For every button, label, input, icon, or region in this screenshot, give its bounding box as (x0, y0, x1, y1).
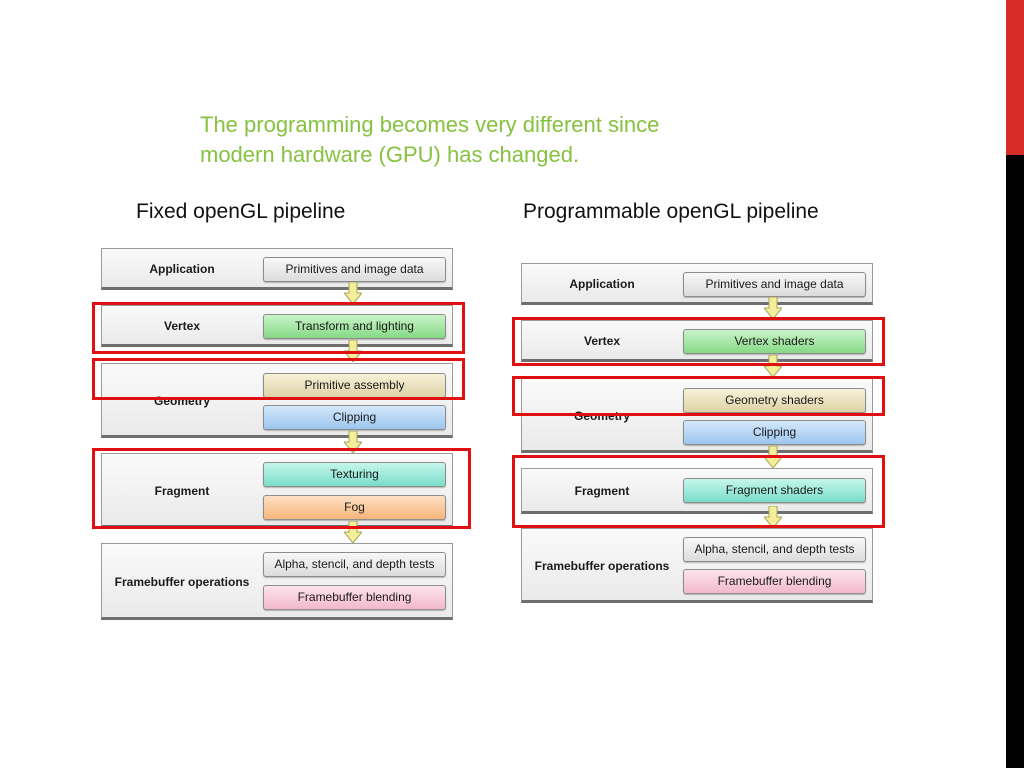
prog-stage-framebuffer: Framebuffer operations Alpha, stencil, a… (521, 528, 873, 603)
fixed-highlight-geometry (92, 358, 465, 400)
programmable-pipeline-title: Programmable openGL pipeline (523, 200, 819, 223)
prog-arrow-4-icon (764, 506, 782, 528)
prog-box-primitives-image-data: Primitives and image data (683, 272, 866, 297)
prog-highlight-vertex (512, 317, 885, 366)
fixed-stage-framebuffer-label: Framebuffer operations (114, 575, 250, 589)
fixed-stage-vertex-label: Vertex (163, 319, 201, 333)
fixed-pipeline-diagram: Application Primitives and image data Ve… (101, 248, 453, 620)
prog-stage-vertex-label: Vertex (583, 334, 621, 348)
side-accent-bar-red (1006, 0, 1024, 155)
fixed-box-transform-lighting: Transform and lighting (263, 314, 446, 339)
intro-line-1: The programming becomes very different s… (200, 112, 660, 137)
programmable-pipeline-diagram: Application Primitives and image data Ve… (521, 263, 873, 603)
fixed-box-clipping: Clipping (263, 405, 446, 430)
fixed-stage-fragment-label: Fragment (154, 484, 210, 498)
fixed-arrow-1-icon (344, 282, 362, 304)
fixed-arrow-4-icon (344, 521, 362, 543)
prog-stage-application-label: Application (569, 277, 635, 291)
prog-arrow-1-icon (764, 297, 782, 319)
prog-stage-geometry-label: Geometry (573, 409, 631, 423)
fixed-box-framebuffer-blending: Framebuffer blending (263, 585, 446, 610)
prog-stage-application: Application Primitives and image data (521, 263, 873, 305)
fixed-stage-application: Application Primitives and image data (101, 248, 453, 290)
fixed-highlight-fragment (92, 448, 471, 529)
prog-box-vertex-shaders: Vertex shaders (683, 329, 866, 354)
fixed-pipeline-title: Fixed openGL pipeline (136, 200, 346, 223)
fixed-box-fog: Fog (263, 495, 446, 520)
prog-stage-fragment-label: Fragment (574, 484, 630, 498)
fixed-stage-geometry: Geometry Primitive assembly Clipping (101, 363, 453, 438)
fixed-box-primitive-assembly: Primitive assembly (263, 373, 446, 398)
prog-arrow-2-icon (764, 355, 782, 377)
prog-highlight-fragment (512, 455, 885, 528)
prog-box-geometry-shaders: Geometry shaders (683, 388, 866, 413)
prog-box-fragment-shaders: Fragment shaders (683, 478, 866, 503)
fixed-box-texturing: Texturing (263, 462, 446, 487)
intro-line-2: modern hardware (GPU) has changed. (200, 142, 580, 167)
fixed-box-alpha-stencil-depth: Alpha, stencil, and depth tests (263, 552, 446, 577)
fixed-stage-vertex: Vertex Transform and lighting (101, 305, 453, 347)
fixed-stage-framebuffer: Framebuffer operations Alpha, stencil, a… (101, 543, 453, 620)
fixed-stage-application-label: Application (149, 262, 215, 276)
fixed-arrow-3-icon (344, 431, 362, 453)
prog-stage-fragment: Fragment Fragment shaders (521, 468, 873, 514)
fixed-box-primitives-image-data: Primitives and image data (263, 257, 446, 282)
prog-box-clipping: Clipping (683, 420, 866, 445)
fixed-highlight-vertex (92, 302, 465, 354)
prog-box-framebuffer-blending: Framebuffer blending (683, 569, 866, 594)
prog-stage-vertex: Vertex Vertex shaders (521, 320, 873, 362)
prog-box-alpha-stencil-depth: Alpha, stencil, and depth tests (683, 537, 866, 562)
side-accent-bar-black (1006, 155, 1024, 768)
intro-text: The programming becomes very different s… (200, 110, 800, 170)
prog-stage-framebuffer-label: Framebuffer operations (534, 559, 670, 573)
prog-highlight-geometry (512, 376, 885, 416)
